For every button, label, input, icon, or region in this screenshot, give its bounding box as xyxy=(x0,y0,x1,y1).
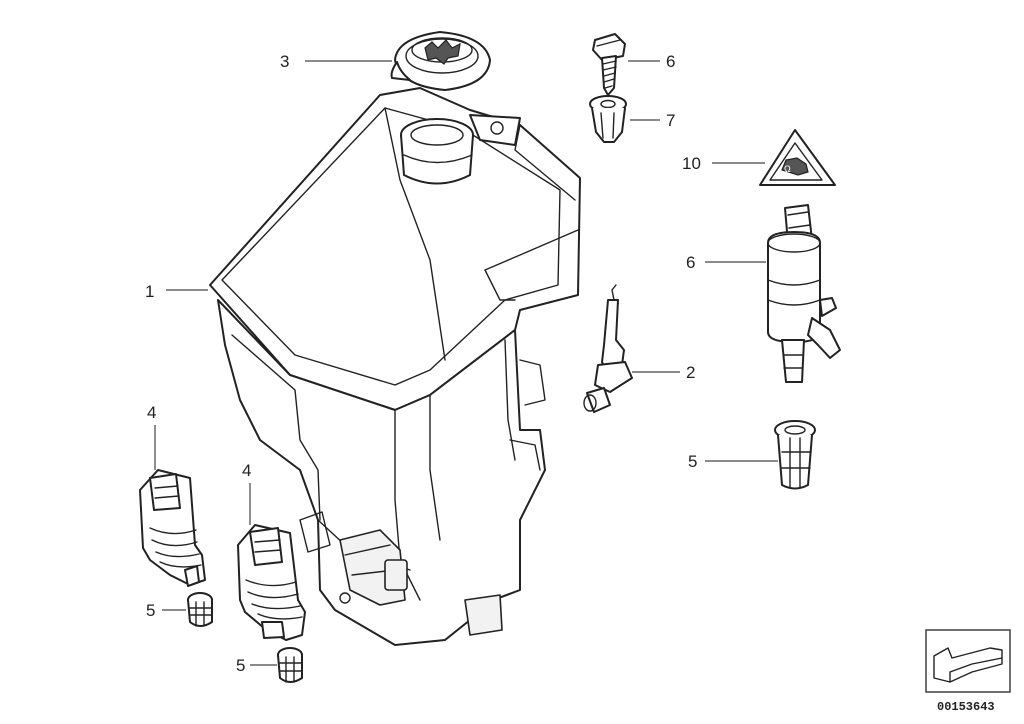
callout-pump-left: 4 xyxy=(147,403,156,422)
strainer-bottom xyxy=(277,647,303,683)
callout-strainer-left: 5 xyxy=(146,601,155,620)
callout-tank: 1 xyxy=(145,282,154,301)
washer-pump-right xyxy=(767,204,841,383)
washer-pump-left xyxy=(139,469,206,587)
callout-strainer-bottom: 5 xyxy=(236,656,245,675)
callout-pump-center: 4 xyxy=(242,461,251,480)
callout-screw: 6 xyxy=(666,52,675,71)
leader-lines xyxy=(154,60,778,666)
washer-pump-center xyxy=(237,524,306,641)
callout-level-sensor: 2 xyxy=(686,363,695,382)
callout-pump-right: 6 xyxy=(686,253,695,272)
callout-filler-cap: 3 xyxy=(280,52,289,71)
callout-strainer-right: 5 xyxy=(688,452,697,471)
callout-expanding-nut: 7 xyxy=(666,111,675,130)
screw xyxy=(592,33,626,96)
level-sensor xyxy=(583,284,633,413)
washer-tank xyxy=(209,87,581,646)
reference-number: 00153643 xyxy=(937,700,995,714)
warning-label: Ω xyxy=(759,129,836,186)
strainer-right xyxy=(774,420,816,490)
expanding-nut xyxy=(589,95,627,143)
car-silhouette-icon xyxy=(933,647,1003,683)
strainer-left xyxy=(187,592,213,627)
reference-box: 00153643 xyxy=(925,629,1011,714)
callout-warning-label: 10 xyxy=(682,154,701,173)
svg-text:Ω: Ω xyxy=(784,164,791,174)
filler-cap xyxy=(390,31,491,91)
callout-labels: 1 2 3 4 4 5 5 5 6 6 7 10 xyxy=(145,52,701,675)
